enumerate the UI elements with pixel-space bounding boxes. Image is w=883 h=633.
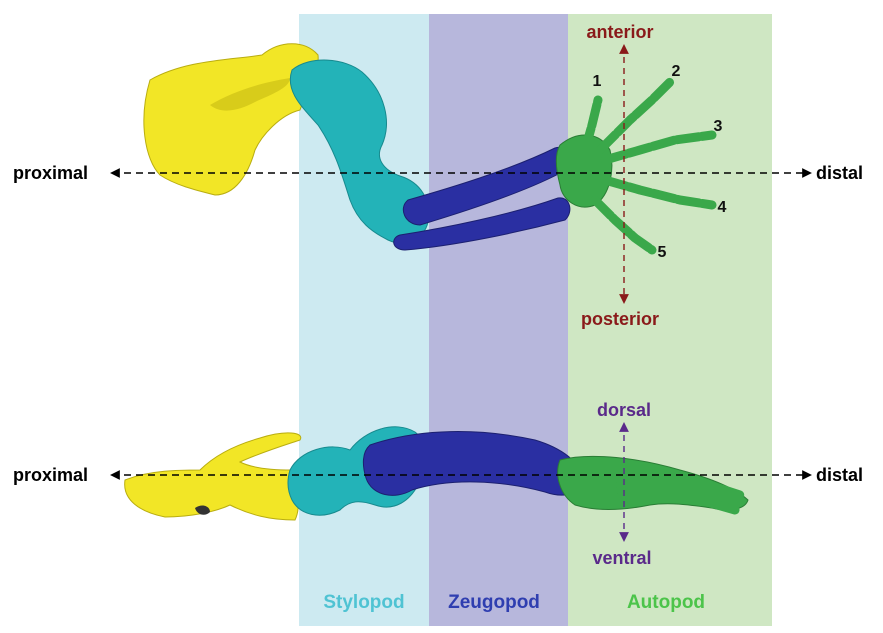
autopod-band: [568, 14, 772, 626]
digit-1-bones: [580, 95, 603, 155]
zeugopod-band: [429, 14, 568, 626]
stylopod-label: Stylopod: [323, 592, 404, 613]
girdle-top-ridge: [210, 78, 290, 111]
digit-label-1: 1: [593, 73, 602, 90]
proximal-label-top: proximal: [13, 163, 88, 183]
digit-label-2: 2: [672, 63, 681, 80]
anterior-label: anterior: [586, 22, 653, 42]
posterior-label: posterior: [581, 309, 659, 329]
digit-label-4: 4: [718, 199, 727, 216]
zeugopod-label: Zeugopod: [448, 592, 540, 613]
girdle-bottom: [124, 432, 302, 521]
dorsal-label: dorsal: [597, 400, 651, 420]
distal-label-top: distal: [816, 163, 863, 183]
distal-label-bottom: distal: [816, 465, 863, 485]
digit-label-5: 5: [658, 244, 667, 261]
proximal-label-bottom: proximal: [13, 465, 88, 485]
ulna-top: [393, 197, 571, 251]
girdle-bottom-hole: [195, 505, 210, 515]
ventral-label: ventral: [592, 548, 651, 568]
digit-2-bones: [595, 77, 675, 155]
autopod-label: Autopod: [627, 592, 705, 613]
digit-label-3: 3: [714, 118, 723, 135]
